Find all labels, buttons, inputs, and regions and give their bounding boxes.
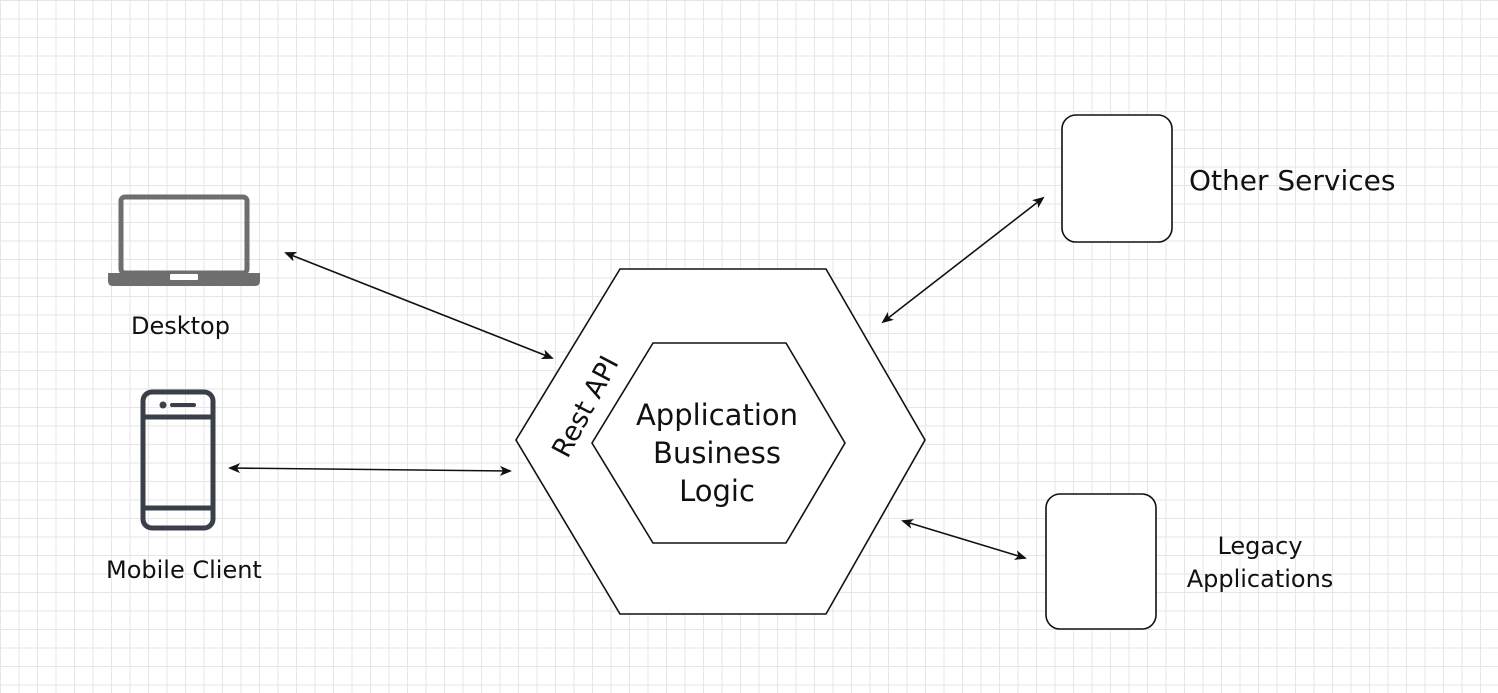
legacy-applications-label: Legacy Applications — [1186, 532, 1334, 593]
edge-api-to-other-services — [881, 196, 1045, 324]
application-business-logic-label: Application Business Logic — [635, 398, 799, 508]
other-services-box — [1061, 114, 1173, 243]
rest-api-label-wrap: Rest API — [546, 351, 670, 471]
mobile-client-label: Mobile Client — [106, 556, 262, 584]
smartphone-icon — [140, 389, 216, 531]
desktop-label: Desktop — [131, 312, 230, 340]
laptop-icon — [108, 194, 260, 286]
inner-hexagon — [591, 342, 846, 544]
edge-api-to-legacy — [901, 519, 1027, 560]
legacy-applications-box — [1045, 493, 1157, 630]
other-services-label: Other Services — [1189, 164, 1396, 197]
edge-desktop-to-api — [284, 252, 554, 359]
edge-mobile-to-api — [228, 463, 512, 476]
